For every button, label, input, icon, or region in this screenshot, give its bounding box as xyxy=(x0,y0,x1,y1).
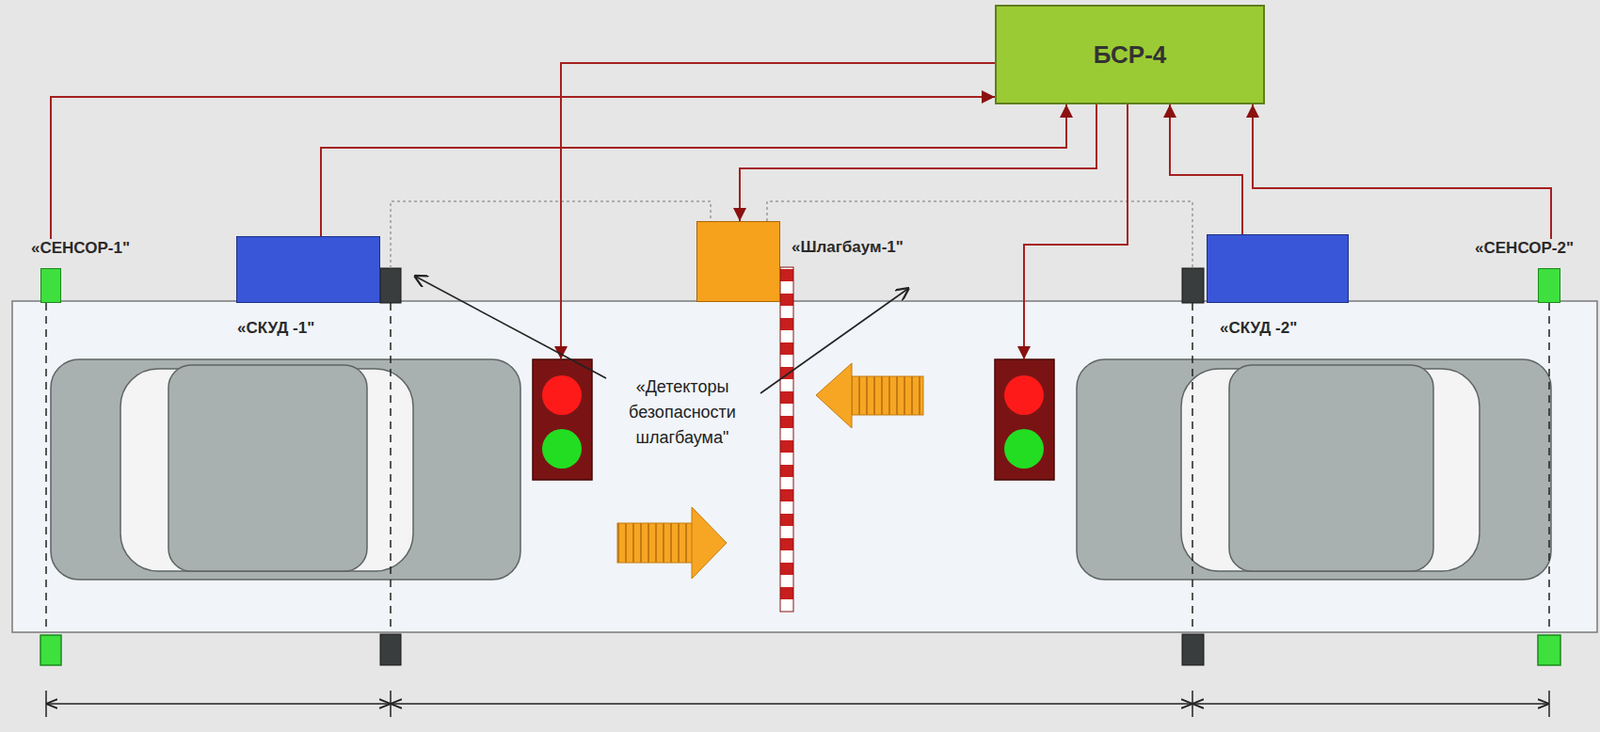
node-label: «СЕНСОР-1" xyxy=(31,239,132,258)
traffic-light xyxy=(994,359,1055,480)
signal-wire xyxy=(739,104,1097,222)
car xyxy=(50,359,521,580)
signal-wire xyxy=(1169,104,1243,235)
zone-boundary xyxy=(46,303,1550,633)
node-label: «СКУД -1" xyxy=(237,319,315,338)
signal-wire xyxy=(1252,104,1552,240)
sensor-marker xyxy=(1537,268,1561,304)
controller-box: БСР-4 xyxy=(994,4,1265,105)
direction-arrow xyxy=(816,363,924,429)
signal-wire xyxy=(320,104,1067,237)
leader-line xyxy=(414,275,910,394)
barrier-drive: «Шлагбаум-1" xyxy=(696,221,781,303)
car xyxy=(1076,359,1552,580)
sensor: «СЕНСОР-1" xyxy=(31,239,132,304)
access-reader: «СКУД -2" xyxy=(1206,234,1349,304)
direction-arrow xyxy=(617,507,727,579)
sensor: «СЕНСОР-2" xyxy=(1472,239,1574,304)
traffic-light xyxy=(532,359,592,480)
signal-wire xyxy=(560,63,1128,360)
node-label: «Шлагбаум-1" xyxy=(791,238,904,257)
detector-wire xyxy=(390,201,1193,269)
sensor-marker xyxy=(40,635,1561,666)
road xyxy=(12,301,1598,633)
callout-label: «Детекторы безопасности шлагбаума" xyxy=(611,374,753,451)
node-label: БСР-4 xyxy=(1093,40,1168,70)
access-reader: «СКУД -1" xyxy=(236,236,381,304)
node-label: «СКУД -2" xyxy=(1219,319,1297,338)
dimension-line xyxy=(46,690,1550,718)
barrier-arm xyxy=(780,267,794,612)
sensor-marker xyxy=(40,268,62,304)
safety-detector xyxy=(380,268,1204,666)
node-label: «СЕНСОР-2" xyxy=(1472,239,1574,258)
